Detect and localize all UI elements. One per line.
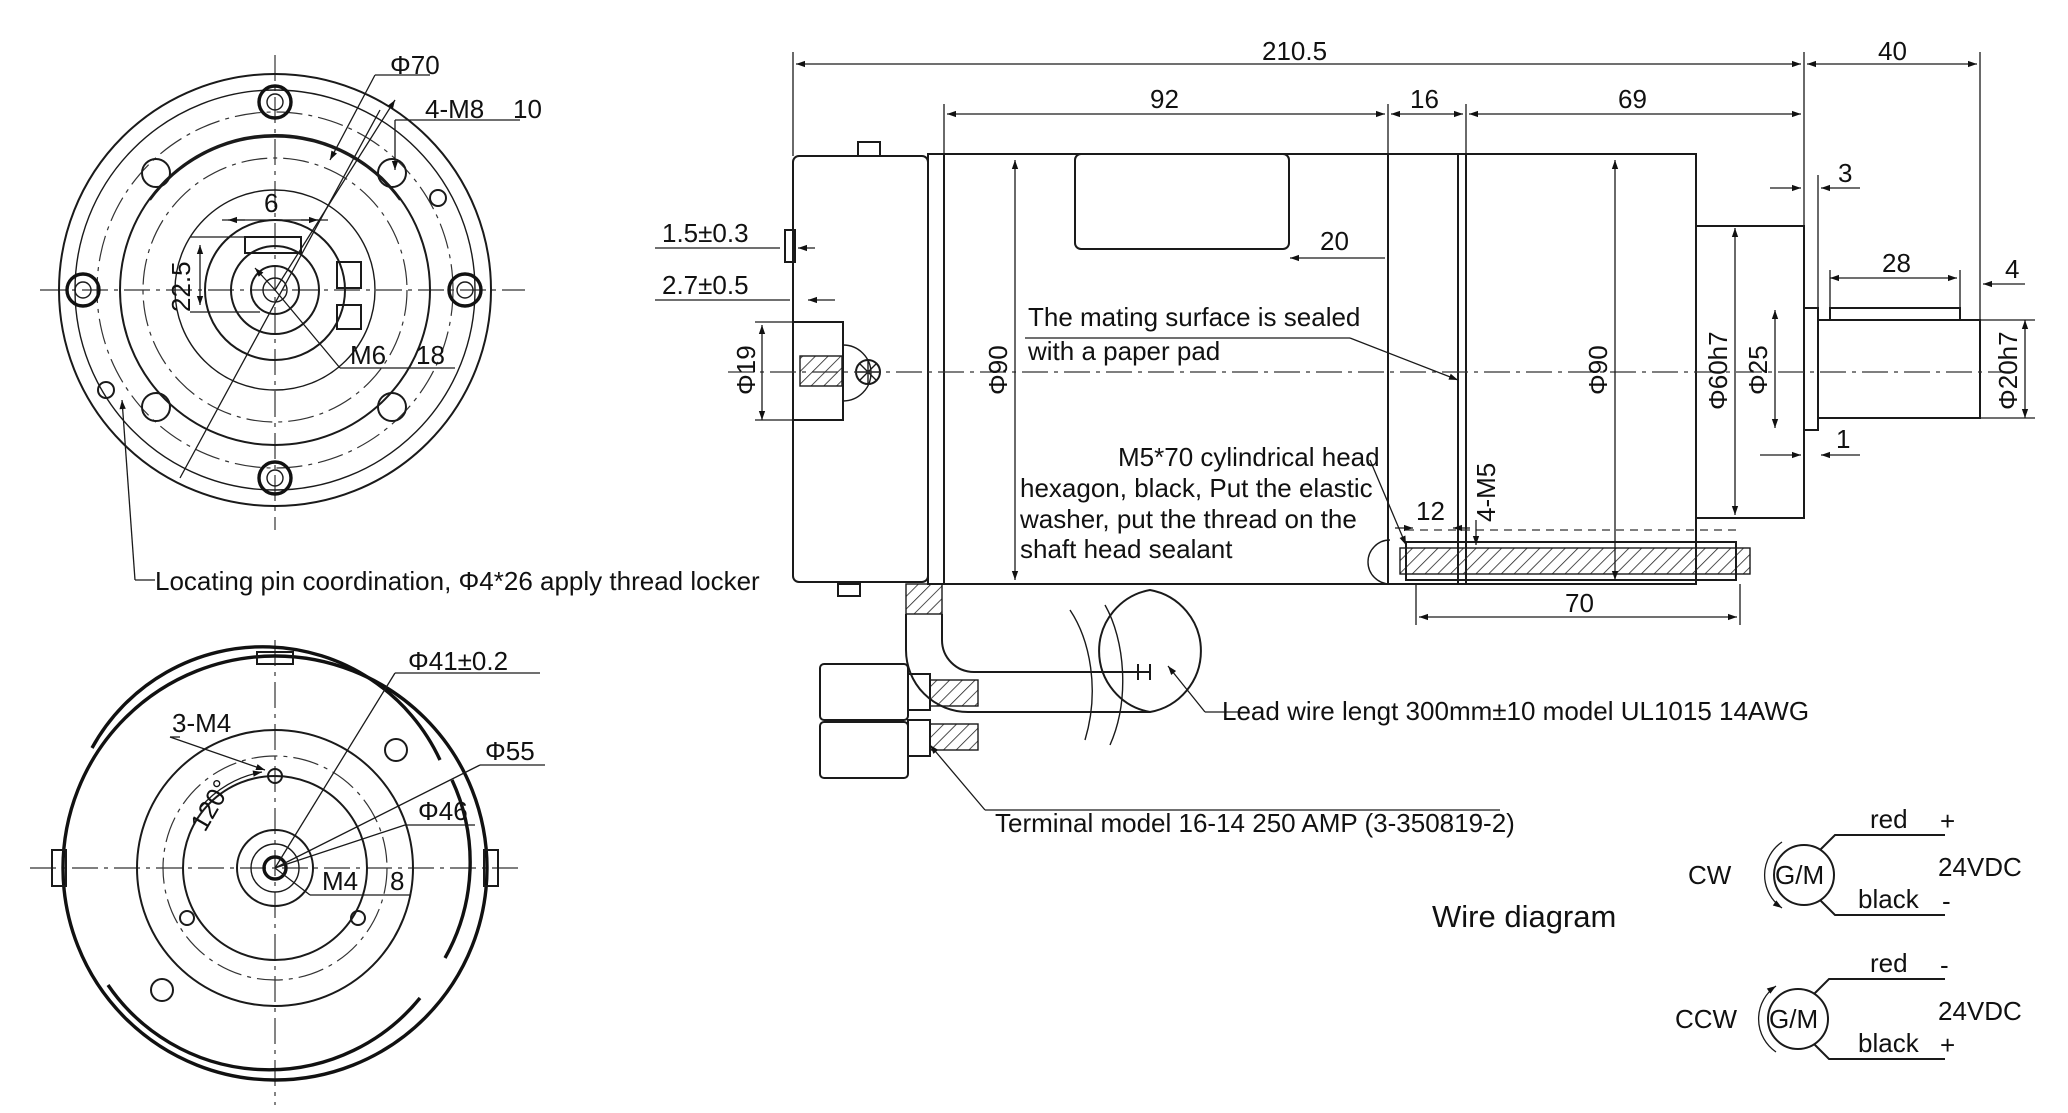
dim-10: 10 (513, 94, 542, 124)
mount-hole-right (447, 272, 483, 308)
mount-hole-bottom (257, 460, 293, 496)
mount-hole-left (65, 272, 101, 308)
note-bolt-line3: washer, put the thread on the (1019, 504, 1357, 534)
terminal-1 (819, 663, 909, 721)
cw-motor-label: G/M (1775, 860, 1824, 890)
ccw-rotation-arrow (1758, 985, 1777, 1053)
cable-grommet (905, 583, 943, 615)
side-view: 210.5 40 92 16 69 3 1.5±0.3 2.7±0.5 20 2… (655, 36, 2035, 838)
end-view-bottom: Φ41±0.2 3-M4 Φ55 120° Φ46 M4 8 (30, 640, 545, 1105)
note-locating-pin: Locating pin coordination, Φ4*26 apply t… (155, 566, 760, 596)
dim-4: 4 (2005, 254, 2019, 284)
dim-phi19: Φ19 (731, 345, 761, 395)
dim-1-5: 1.5±0.3 (662, 218, 749, 248)
dim-m4: M4 (322, 866, 358, 896)
terminal-box (1074, 153, 1290, 250)
note-bolt-line1: M5*70 cylindrical head (1118, 442, 1380, 472)
dim-phi46: Φ46 (418, 796, 468, 826)
note-sealed-line1: The mating surface is sealed (1028, 302, 1360, 332)
note-terminal: Terminal model 16-14 250 AMP (3-350819-2… (995, 808, 1515, 838)
ccw-motor-label: G/M (1769, 1004, 1818, 1034)
wire-diagram-cw: CW G/M red + black - 24VDC (1688, 804, 2022, 916)
dim-18: 18 (416, 340, 445, 370)
dim-3-m4: 3-M4 (172, 708, 231, 738)
dim-4-m8: 4-M8 (425, 94, 484, 124)
dim-92: 92 (1150, 84, 1179, 114)
end-view-top: Φ70 4-M8 10 6 22.5 M6 18 Locating pin co… (40, 50, 760, 596)
dim-12: 12 (1416, 496, 1445, 526)
mount-hole-top (257, 84, 293, 120)
dim-8: 8 (390, 866, 404, 896)
cw-label: CW (1688, 860, 1732, 890)
dim-phi90-right: Φ90 (1583, 345, 1613, 395)
note-bolt-line4: shaft head sealant (1020, 534, 1233, 564)
cw-motor-symbol (1773, 844, 1835, 906)
wire-1 (929, 679, 979, 707)
cw-top-wire: red (1870, 804, 1908, 834)
dim-1: 1 (1836, 424, 1850, 454)
terminal-2 (819, 721, 909, 779)
flange-outline (58, 73, 492, 507)
dim-20: 20 (1320, 226, 1349, 256)
note-sealed-line2: with a paper pad (1027, 336, 1220, 366)
dim-phi41: Φ41±0.2 (408, 646, 508, 676)
ccw-top-sign: - (1940, 950, 1949, 980)
ccw-bottom-sign: + (1940, 1030, 1955, 1060)
cw-bottom-wire: black (1858, 884, 1920, 914)
dim-phi25: Φ25 (1743, 345, 1773, 395)
cw-top-sign: + (1940, 806, 1955, 836)
cw-voltage: 24VDC (1938, 852, 2022, 882)
dim-4-m5: 4-M5 (1471, 463, 1501, 522)
dim-28: 28 (1882, 248, 1911, 278)
ccw-top-wire: red (1870, 948, 1908, 978)
ccw-label: CCW (1675, 1004, 1738, 1034)
dim-210-5: 210.5 (1262, 36, 1327, 66)
ccw-voltage: 24VDC (1938, 996, 2022, 1026)
output-shaft (1817, 319, 1981, 419)
dim-6: 6 (264, 188, 278, 218)
dim-70: 70 (1565, 588, 1594, 618)
dim-22-5: 22.5 (166, 261, 196, 312)
dim-phi90-left: Φ90 (983, 345, 1013, 395)
dim-69: 69 (1618, 84, 1647, 114)
wire-diagram-ccw: CCW G/M red - black + 24VDC (1675, 948, 2022, 1060)
gearbox-outline (61, 654, 489, 1082)
dim-phi70: Φ70 (390, 50, 440, 80)
through-bolt (1399, 547, 1751, 575)
wire-diagram-title: Wire diagram (1432, 899, 1616, 934)
dim-phi60h7: Φ60h7 (1703, 331, 1733, 410)
cw-rotation-arrow (1764, 841, 1783, 909)
ccw-motor-symbol (1767, 988, 1829, 1050)
dim-phi20h7: Φ20h7 (1993, 331, 2023, 410)
dim-40: 40 (1878, 36, 1907, 66)
dim-3: 3 (1838, 158, 1852, 188)
dim-m6: M6 (350, 340, 386, 370)
wire-diagram: Wire diagram CW G/M red + black - 24VDC … (1432, 804, 2022, 1060)
note-lead-wire: Lead wire lengt 300mm±10 model UL1015 14… (1222, 696, 1809, 726)
dim-phi55: Φ55 (485, 736, 535, 766)
cw-bottom-sign: - (1942, 886, 1951, 916)
wire-2 (929, 723, 979, 751)
note-bolt-line2: hexagon, black, Put the elastic (1020, 473, 1373, 503)
shaft-key (1829, 307, 1961, 321)
dim-2-7: 2.7±0.5 (662, 270, 749, 300)
dim-16: 16 (1410, 84, 1439, 114)
ccw-bottom-wire: black (1858, 1028, 1920, 1058)
